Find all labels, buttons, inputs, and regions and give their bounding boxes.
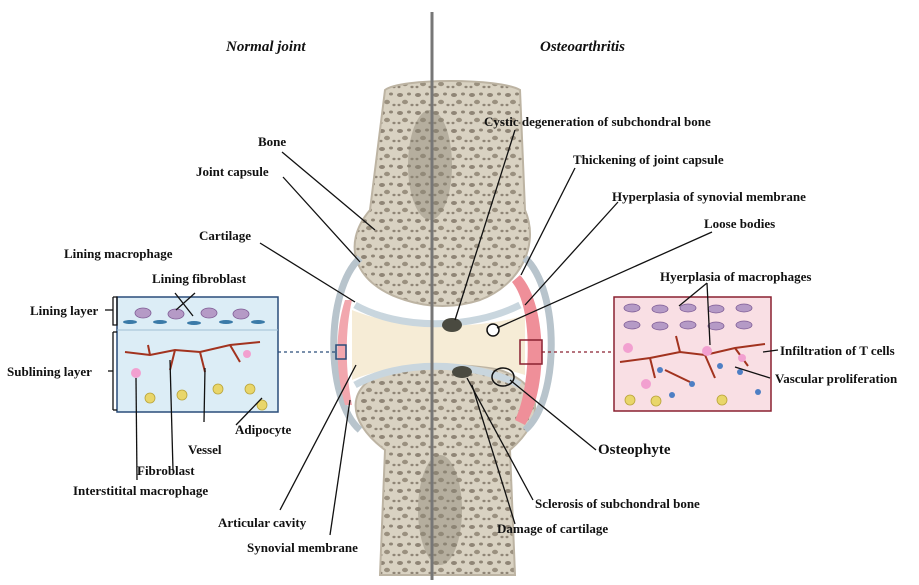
label-lining-macrophage: Lining macrophage [64,247,172,260]
label-cartilage: Cartilage [199,229,251,242]
label-hyperplasia-synovial: Hyperplasia of synovial membrane [612,190,806,203]
upper-marrow [408,110,452,220]
label-osteophyte: Osteophyte [598,443,671,458]
lower-marrow [418,455,462,565]
cyst-lower [452,366,472,378]
label-sublining-layer: Sublining layer [7,365,92,378]
label-synovial-membrane: Synovial membrane [247,541,358,554]
label-lining-layer: Lining layer [30,304,98,317]
label-vascular-proliferation: Vascular proliferation [775,372,897,385]
label-damage-cartilage: Damage of cartilage [497,522,608,535]
label-hyperplasia-macrophages: Hyerplasia of macrophages [660,270,811,283]
label-adipocyte: Adipocyte [235,423,291,436]
label-lining-fibroblast: Lining fibroblast [152,272,246,285]
header-normal-joint: Normal joint [226,40,306,55]
label-interstitial-macrophage: Interstitital macrophage [73,484,208,497]
label-sclerosis: Sclerosis of subchondral bone [535,497,700,510]
oa-synovium-inset [614,297,771,411]
label-cystic-degeneration: Cystic degeneration of subchondral bone [484,115,711,128]
loose-body-marker [487,324,499,336]
label-articular-cavity: Articular cavity [218,516,306,529]
label-thickening-capsule: Thickening of joint capsule [573,153,724,166]
label-joint-capsule: Joint capsule [196,165,269,178]
label-loose-bodies: Loose bodies [704,217,775,230]
header-osteoarthritis: Osteoarthritis [540,40,625,55]
label-bone: Bone [258,135,286,148]
label-t-cells: Infiltration of T cells [780,344,895,357]
label-vessel: Vessel [188,443,221,456]
normal-synovium-inset [117,297,278,412]
label-fibroblast: Fibroblast [137,464,195,477]
cyst-upper [442,318,462,332]
